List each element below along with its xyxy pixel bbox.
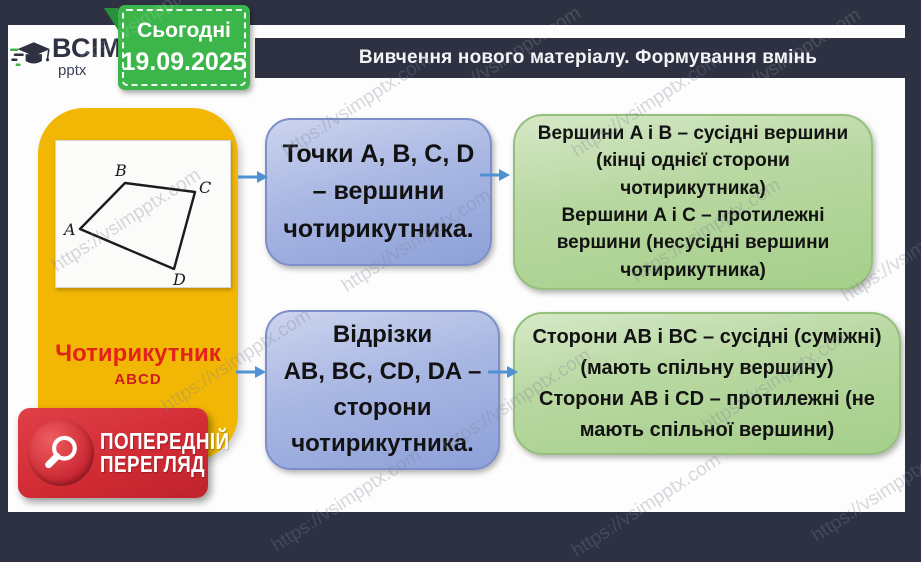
- arrow-right-icon: [236, 366, 266, 378]
- badge-fold: [104, 8, 118, 30]
- definition-line: сторони: [333, 394, 432, 421]
- date-badge: Сьогодні 19.09.2025: [104, 5, 250, 90]
- explanation-box-sides: Сторони AB і BC – сусідні (суміжні) (маю…: [513, 312, 901, 455]
- brand-subname: pptx: [58, 61, 87, 79]
- definition-line: Точки A, B, C, D: [282, 139, 475, 168]
- definition-line: чотирикутника.: [291, 430, 474, 458]
- vertex-label-a: A: [62, 220, 76, 239]
- badge-dashed-border: [122, 9, 246, 86]
- explanation-line: Вершини A і B – сусідні вершини: [537, 122, 849, 144]
- brand-logo: ВСІМ pptx: [10, 30, 122, 82]
- preview-watermark-badge: ПОПЕРЕДНІЙ ПЕРЕГЛЯД: [18, 408, 229, 498]
- definition-box-sides: Відрізки AB, BC, CD, DA – сторони чотири…: [265, 310, 500, 470]
- vertex-label-d: D: [172, 270, 186, 289]
- explanation-line: мають спільної вершини): [579, 418, 835, 441]
- lesson-title: Вивчення нового матеріалу. Формування вм…: [358, 47, 818, 68]
- explanation-line: чотирикутника): [620, 177, 766, 199]
- date-badge-label: Сьогодні: [137, 18, 231, 42]
- vertex-label-c: C: [199, 178, 211, 197]
- concept-subtitle: ABCD: [114, 371, 162, 388]
- arrow-right-icon: [238, 171, 268, 183]
- explanation-line: Сторони AB і BC – сусідні (суміжні): [532, 325, 882, 348]
- explanation-line: чотирикутника): [620, 259, 766, 281]
- arrow-right-icon: [488, 366, 518, 378]
- preview-label-line2: ПЕРЕГЛЯД: [100, 451, 206, 477]
- definition-line: – вершини: [312, 177, 445, 206]
- graduation-cap-icon: [10, 42, 51, 67]
- lesson-title-bar: Вивчення нового матеріалу. Формування вм…: [255, 38, 921, 78]
- vertex-label-b: B: [114, 161, 127, 180]
- definition-line: AB, BC, CD, DA –: [283, 357, 482, 385]
- definition-line: чотирикутника.: [283, 214, 474, 243]
- preview-label-line1: ПОПЕРЕДНІЙ: [100, 428, 230, 455]
- definition-box-vertices: Точки A, B, C, D – вершини чотирикутника…: [265, 118, 492, 266]
- magnifier-icon: [45, 435, 77, 469]
- quadrilateral-diagram: A B C D: [55, 140, 231, 289]
- arrow-right-icon: [480, 169, 510, 181]
- explanation-box-vertices: Вершини A і B – сусідні вершини (кінці о…: [513, 114, 873, 290]
- explanation-line: Сторони AB і CD – протилежні (не: [539, 387, 875, 410]
- explanation-line: (мають спільну вершину): [580, 356, 834, 379]
- explanation-line: вершини (несусідні вершини: [556, 232, 830, 254]
- explanation-line: (кінці однієї сторони: [596, 150, 790, 172]
- explanation-line: Вершини A і C – протилежні: [561, 205, 825, 226]
- concept-card: A B C D Чотирикутник ABCD: [38, 108, 238, 460]
- brand-name: ВСІМ: [52, 32, 122, 63]
- magnifier-circle: [28, 420, 94, 486]
- date-badge-date: 19.09.2025: [121, 47, 247, 76]
- concept-title: Чотирикутник: [55, 340, 221, 367]
- definition-line: Відрізки: [332, 321, 433, 349]
